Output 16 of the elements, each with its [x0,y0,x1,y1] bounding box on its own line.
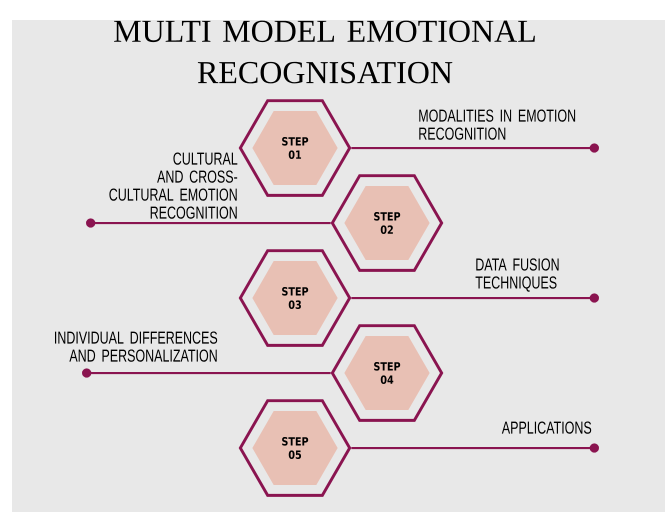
step-hexagon: STEP 02 [330,174,444,272]
step-hexagon: STEP 03 [238,249,352,347]
connector-line [351,443,599,453]
step-hexagon: STEP 05 [238,399,352,497]
title: MULTI MODEL EMOTIONAL RECOGNISATION [114,20,535,84]
step-hexagon: STEP 01 [238,99,352,197]
connector-line [351,143,599,153]
edge-label: APPLICATIONS [502,421,592,434]
connector-line [82,368,331,378]
edge-label: DATA FUSION TECHNIQUES [476,258,559,292]
connector-line [351,293,599,303]
edge-label: INDIVIDUAL DIFFERENCES AND PERSONALIZATION [55,331,218,362]
connector-line [86,218,331,228]
edge-label: MODALITIES IN EMOTION RECOGNITION [419,109,576,140]
step-hexagon: STEP 04 [330,324,444,422]
edge-label: CULTURAL AND CROSS-CULTURAL EMOTION RECOGNITION [109,152,238,219]
